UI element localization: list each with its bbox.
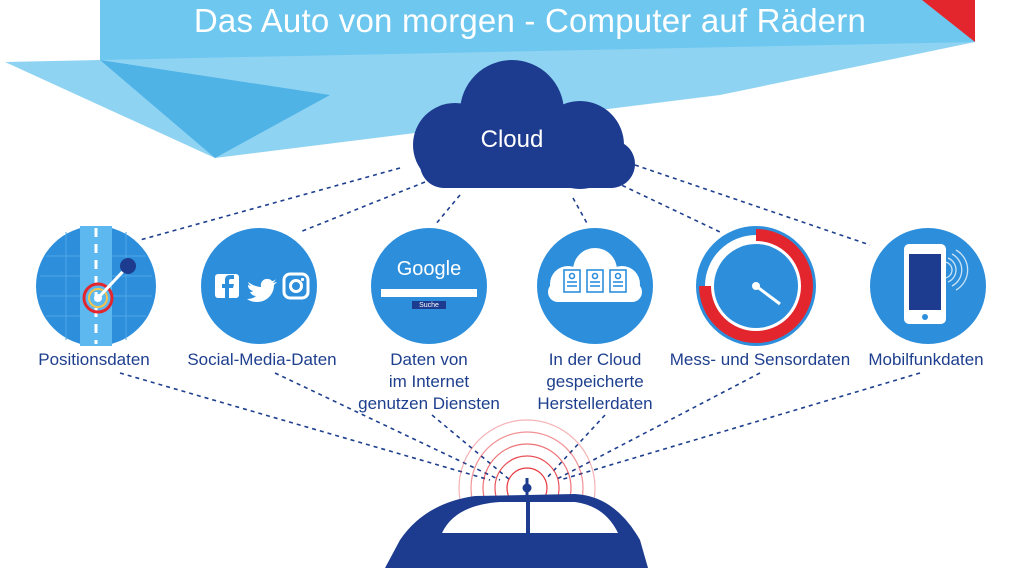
- facebook-icon: [215, 274, 239, 298]
- twitter-icon: [247, 278, 277, 302]
- label-position-data: Positionsdaten: [38, 350, 150, 369]
- google-logo-text: Google: [396, 258, 462, 280]
- label-manufacturer-data: In der Cloud gespeicherte Herstellerdate…: [537, 350, 653, 413]
- gauge-circle: [696, 226, 816, 346]
- car-icon: [385, 478, 648, 568]
- cloud-shape: [413, 60, 635, 189]
- cloud-label: Cloud: [480, 126, 544, 153]
- label-mobile-data: Mobilfunkdaten: [868, 350, 984, 369]
- label-internet-services-data: Daten von im Internet genutzen Diensten: [358, 350, 500, 413]
- instagram-icon: [282, 272, 310, 300]
- red-corner-accent: [922, 0, 975, 42]
- cloud-storage-circle: [537, 228, 653, 344]
- social-media-circle: [201, 228, 317, 344]
- google-search-circle: [371, 228, 487, 344]
- label-social-media-data: Social-Media-Daten: [187, 350, 337, 369]
- smartphone-circle: [870, 228, 986, 344]
- page-title: Das Auto von morgen - Computer auf Räder…: [193, 2, 867, 39]
- label-sensor-data: Mess- und Sensordaten: [669, 350, 851, 369]
- search-button-label: Suche: [419, 302, 439, 309]
- position-data-circle: [36, 226, 156, 346]
- connector-lines: [119, 164, 921, 481]
